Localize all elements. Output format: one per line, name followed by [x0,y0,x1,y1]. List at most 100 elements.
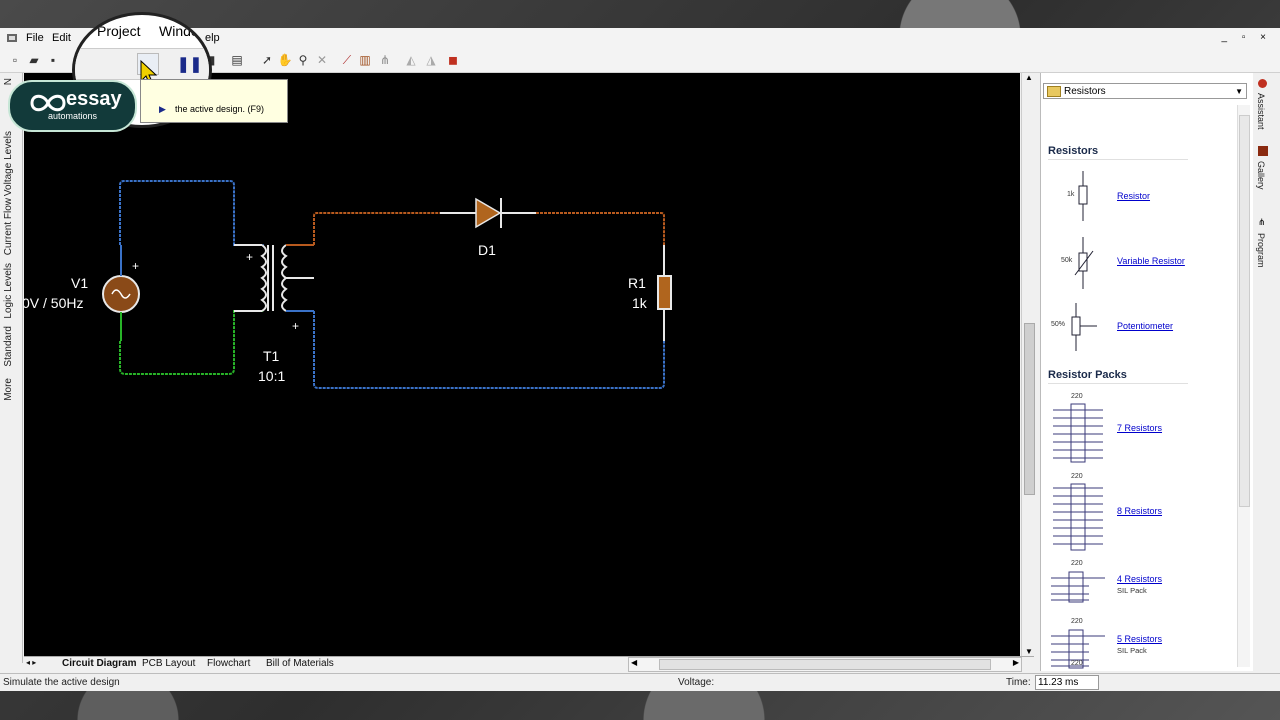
t1-ratio: 10:1 [258,368,285,384]
circuit-canvas[interactable]: + V1 0V / 50Hz + + T1 10:1 [22,73,1020,656]
resistor-r1[interactable] [657,275,672,310]
canvas-vertical-scrollbar[interactable]: ▲ ▼ [1021,73,1036,656]
pack5-value: 220 [1071,618,1083,625]
tab-logic-levels[interactable]: Logic Levels [3,263,14,319]
gallery-item-7-resistors[interactable]: 7 Resistors [1117,423,1163,433]
gallery-box-icon[interactable]: ◼ [448,53,458,67]
wire-primary-bottom [119,310,264,375]
gallery-item-potentiometer[interactable]: Potentiometer [1117,321,1174,331]
menu-project[interactable]: Project [97,23,141,39]
gallery-icon [1258,146,1268,156]
pause-icon[interactable]: ❚❚ [177,56,203,73]
tab-bill-of-materials[interactable]: Bill of Materials [266,658,334,669]
tomato-icon [1258,79,1267,88]
tab-program[interactable]: Program [1256,233,1266,268]
scroll-down-arrow-icon[interactable]: ▼ [1025,647,1033,656]
folder-icon [1047,86,1061,97]
section-resistor-packs: Resistor Packs [1048,369,1188,384]
gallery-item-4-resistors[interactable]: 4 Resistors [1117,574,1163,584]
new-file-icon[interactable]: ▫ [12,53,18,67]
gallery-scroll-thumb[interactable] [1239,115,1250,507]
menu-help[interactable]: elp [205,32,220,44]
resistor-symbols [1071,171,1097,351]
t1-plus-primary: + [246,250,253,264]
gallery-category-select[interactable]: Resistors ▼ [1043,83,1247,99]
menu-edit[interactable]: Edit [52,32,71,44]
menu-file[interactable]: File [26,32,44,44]
component-icon[interactable]: ▮ [208,53,216,67]
scroll-up-arrow-icon[interactable]: ▲ [1025,73,1033,82]
tab-partial[interactable]: N [3,78,14,86]
tab-standard[interactable]: Standard [3,326,14,367]
app-window: File Edit elp _ ▫ × ▫ ▰ ▪ ↶ ↷ ▮ ▤ ➚ ✋ ⚲ … [0,28,1280,691]
gallery-item-8-resistors[interactable]: 8 Resistors [1117,506,1163,516]
rotate-icon[interactable]: ◮ [426,53,436,67]
tab-circuit-diagram[interactable]: Circuit Diagram [62,658,137,669]
t1-name: T1 [263,348,280,364]
program-icon: ⋔ [1258,217,1266,227]
tab-pcb-layout[interactable]: PCB Layout [142,658,196,669]
t1-plus-secondary: + [292,319,299,333]
window-controls[interactable]: _ ▫ × [1221,32,1272,43]
open-folder-icon[interactable]: ▰ [29,53,39,67]
transformer-t1[interactable] [234,244,314,312]
wire-secondary-top-left [313,212,440,245]
pack4-sub: SIL Pack [1117,586,1147,595]
d1-name: D1 [478,242,496,258]
tab-voltage-levels[interactable]: Voltage Levels [3,131,14,197]
tab-prev-arrow-icon[interactable]: ◂ ▸ [26,658,37,667]
next-pack-value: 220 [1071,660,1083,667]
logo-text: essay [66,88,122,110]
tooltip-text: the active design. (F9) [175,104,265,114]
flip-icon[interactable]: ◭ [406,53,416,67]
gallery-item-resistor[interactable]: Resistor [1117,191,1151,201]
hand-pan-icon[interactable]: ✋ [277,53,293,67]
pack4-value: 220 [1071,560,1083,567]
save-icon[interactable]: ▪ [50,53,56,67]
canvas-horizontal-scrollbar[interactable]: ◀ ▶ [628,657,1022,672]
tab-flowchart[interactable]: Flowchart [207,658,251,669]
resistor-value: 1k [1067,191,1075,198]
probe-icon[interactable]: ⟋ [342,53,352,67]
menu-window[interactable]: Windo [159,23,199,39]
tab-assistant[interactable]: Assistant [1256,93,1266,130]
hscroll-thumb[interactable] [659,659,991,670]
pack8-value: 220 [1071,473,1083,480]
tab-current-flow[interactable]: Current Flow [3,198,14,256]
status-bar: Simulate the active design Voltage: Time… [0,673,1280,691]
tab-gallery[interactable]: Gallery [1256,161,1266,190]
app-icon [6,32,18,44]
menu-bar: File Edit elp _ ▫ × [0,28,1280,48]
tab-more[interactable]: More [3,378,14,401]
gallery-item-5-resistors[interactable]: 5 Resistors [1117,634,1163,644]
scroll-right-arrow-icon[interactable]: ▶ [1012,658,1019,667]
node-icon[interactable]: ⋔ [379,53,391,67]
gallery-item-variable-resistor[interactable]: Variable Resistor [1117,256,1185,266]
scroll-thumb[interactable] [1024,323,1035,495]
voltage-label: Voltage: [678,677,715,688]
gallery-scrollbar[interactable] [1237,105,1250,667]
chevron-down-icon: ▼ [1235,87,1243,96]
v1-value: 0V / 50Hz [24,295,83,311]
resistor-pack-symbols [1051,403,1105,669]
run-tooltip: ▶ the active design. (F9) [140,79,288,123]
chart-icon[interactable]: ▥ [359,53,371,67]
time-label: Time: [1006,677,1031,688]
select-pointer-icon[interactable]: ➚ [261,53,273,67]
scroll-left-arrow-icon[interactable]: ◀ [631,658,638,667]
pack5-sub: SIL Pack [1117,646,1147,655]
status-message: Simulate the active design [3,677,120,688]
infinity-icon [30,94,66,112]
print-icon[interactable]: ▤ [231,53,243,67]
brand-logo: essay automations [8,80,137,132]
wire-primary-top [119,180,264,246]
section-resistors: Resistors [1048,145,1188,160]
logo-subtext: automations [48,111,98,121]
delete-icon[interactable]: ✕ [316,53,328,67]
right-side-tabs: Assistant Gallery ⋔ Program [1253,73,1273,671]
diode-d1[interactable] [440,197,536,229]
variable-resistor-value: 50k [1061,257,1073,264]
pack7-value: 220 [1071,393,1083,400]
zoom-icon[interactable]: ⚲ [298,53,308,67]
toolbar: ▫ ▰ ▪ ↶ ↷ ▮ ▤ ➚ ✋ ⚲ ✕ ⟋ ▥ ⋔ ◭ ◮ ◼ [0,48,1280,73]
